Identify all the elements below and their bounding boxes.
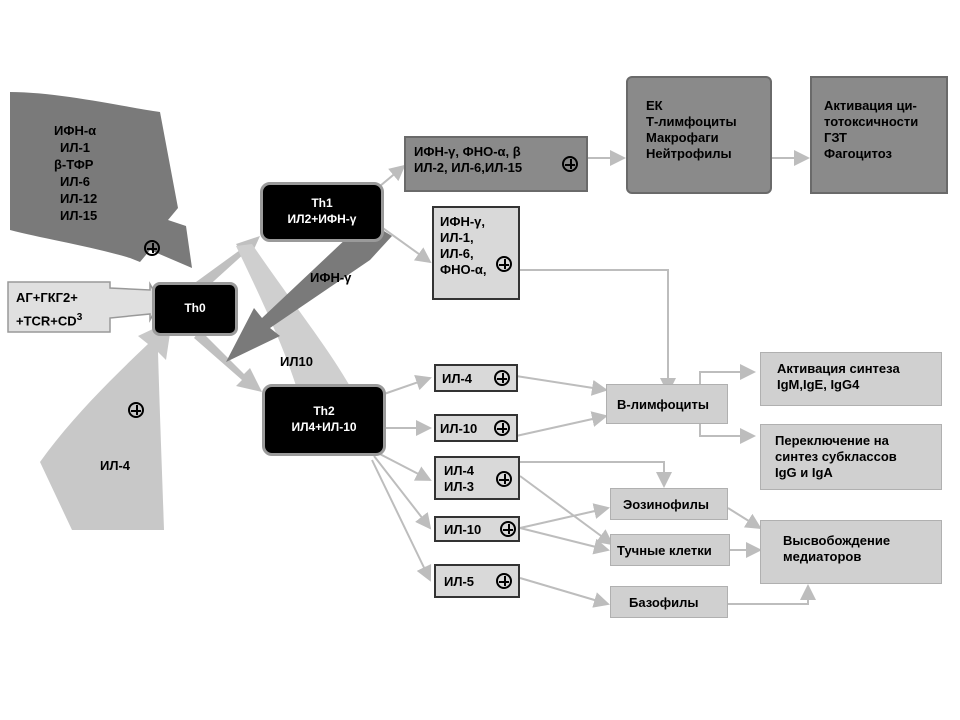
switch-item: Переключение на: [775, 433, 889, 448]
eosinophils-box: Эозинофилы: [610, 488, 728, 520]
plus-icon: [494, 420, 510, 436]
th0-node: Th0: [152, 282, 238, 336]
th1-cytokines-box: ИФН-γ, ФНО-α, β ИЛ-2, ИЛ-6,ИЛ-15: [404, 136, 588, 192]
stimulus-arrow-shape: [10, 92, 192, 268]
effector-item: Макрофаги: [646, 130, 719, 145]
synthesis-activation-box: Активация синтеза IgM,IgE, IgG4: [760, 352, 942, 406]
eosinophils-label: Эозинофилы: [623, 497, 709, 512]
th2-il4-il3-item: ИЛ-3: [444, 479, 475, 494]
th2-il4-il3-item: ИЛ-4: [444, 463, 475, 478]
mediators-item: медиаторов: [783, 549, 862, 564]
mediators-box: Высвобождение медиаторов: [760, 520, 942, 584]
il4-input-label: ИЛ-4: [100, 458, 131, 473]
effector-item: ЕК: [646, 98, 663, 113]
plus-icon: [496, 256, 512, 272]
plus-icon: [494, 370, 510, 386]
mast-cells-box: Тучные клетки: [610, 534, 730, 566]
switch-box: Переключение на синтез субклассов IgG и …: [760, 424, 942, 490]
th1-b-cytokines-box: ИФН-γ, ИЛ-1, ИЛ-6, ФНО-α,: [432, 206, 520, 300]
activation-item: ГЗТ: [824, 130, 847, 145]
il4-cone-shape: [40, 320, 172, 530]
synthesis-item: Активация синтеза: [777, 361, 900, 376]
b-cells-label: В-лимфоциты: [617, 397, 710, 412]
th2-il10b-label: ИЛ-10: [444, 522, 482, 537]
th2-il10-box: ИЛ-10: [434, 414, 518, 442]
plus-icon: [128, 402, 144, 418]
b-cells-box: В-лимфоциты: [606, 384, 728, 424]
th2-subtitle: ИЛ4+ИЛ-10: [291, 420, 357, 434]
effectors-box: ЕК Т-лимфоциты Макрофаги Нейтрофилы: [626, 76, 772, 194]
th1-b-item: ИЛ-6,: [440, 246, 474, 261]
th2-title: Th2: [313, 404, 335, 418]
th0-label: Th0: [184, 301, 206, 315]
th2-il10b-box: ИЛ-10: [434, 516, 520, 542]
basophils-label: Базофилы: [629, 595, 699, 610]
stimulus-item: ИЛ-1: [60, 140, 91, 155]
stimulus-item: ИФН-α: [54, 123, 97, 138]
antigen-line-2: +TCR+CD3: [16, 312, 83, 329]
switch-item: IgG и IgA: [775, 465, 833, 480]
th1-title: Th1: [311, 196, 333, 210]
plus-icon: [496, 471, 512, 487]
th1-b-item: ФНО-α,: [440, 262, 487, 277]
th2-il5-box: ИЛ-5: [434, 564, 520, 598]
th2-il5-label: ИЛ-5: [444, 574, 475, 589]
stimulus-item: ИЛ-12: [60, 191, 98, 206]
activation-box: Активация ци- тотоксичности ГЗТ Фагоцито…: [810, 76, 948, 194]
mediators-item: Высвобождение: [783, 533, 891, 548]
synthesis-item: IgM,IgE, IgG4: [777, 377, 860, 392]
th1-node: Th1 ИЛ2+ИФН-γ: [260, 182, 384, 242]
stimulus-item: ИЛ-15: [60, 208, 98, 223]
effector-item: Нейтрофилы: [646, 146, 732, 161]
antigen-line-1: АГ+ГКГ2+: [16, 290, 78, 305]
th1-b-item: ИФН-γ,: [440, 214, 485, 229]
effector-item: Т-лимфоциты: [646, 114, 737, 129]
th1-cytokines-text: ИФН-γ, ФНО-α, β ИЛ-2, ИЛ-6,ИЛ-15: [414, 144, 523, 175]
mast-cells-label: Тучные клетки: [617, 543, 712, 558]
plus-icon: [500, 521, 516, 537]
th2-il4-box: ИЛ-4: [434, 364, 518, 392]
stimulus-label-list: ИФН-α ИЛ-1 β-ТФР ИЛ-6 ИЛ-12 ИЛ-15: [54, 122, 97, 224]
th2-il10-label: ИЛ-10: [440, 421, 478, 436]
switch-item: синтез субклассов: [775, 449, 897, 464]
th1-subtitle: ИЛ2+ИФН-γ: [287, 212, 357, 226]
il10-wedge-shape: [236, 244, 352, 400]
activation-item: Активация ци-: [824, 98, 917, 113]
activation-item: тотоксичности: [824, 114, 919, 129]
basophils-box: Базофилы: [610, 586, 728, 618]
antigen-label: АГ+ГКГ2+ +TCR+CD3: [16, 288, 82, 331]
plus-icon: [144, 240, 160, 256]
connector-lines: [371, 150, 816, 608]
il10-arrow-label: ИЛ10: [280, 354, 313, 369]
plus-icon: [496, 573, 512, 589]
stimulus-item: β-ТФР: [54, 157, 94, 172]
ifn-gamma-arrow-shape: [226, 220, 392, 362]
ifn-gamma-arrow-label: ИФН-γ: [310, 270, 352, 285]
stimulus-item: ИЛ-6: [60, 174, 91, 189]
th2-il4-il3-box: ИЛ-4 ИЛ-3: [434, 456, 520, 500]
th1-b-item: ИЛ-1,: [440, 230, 474, 245]
th2-node: Th2 ИЛ4+ИЛ-10: [262, 384, 386, 456]
plus-icon: [562, 156, 578, 172]
th2-il4-label: ИЛ-4: [442, 371, 473, 386]
activation-item: Фагоцитоз: [824, 146, 892, 161]
